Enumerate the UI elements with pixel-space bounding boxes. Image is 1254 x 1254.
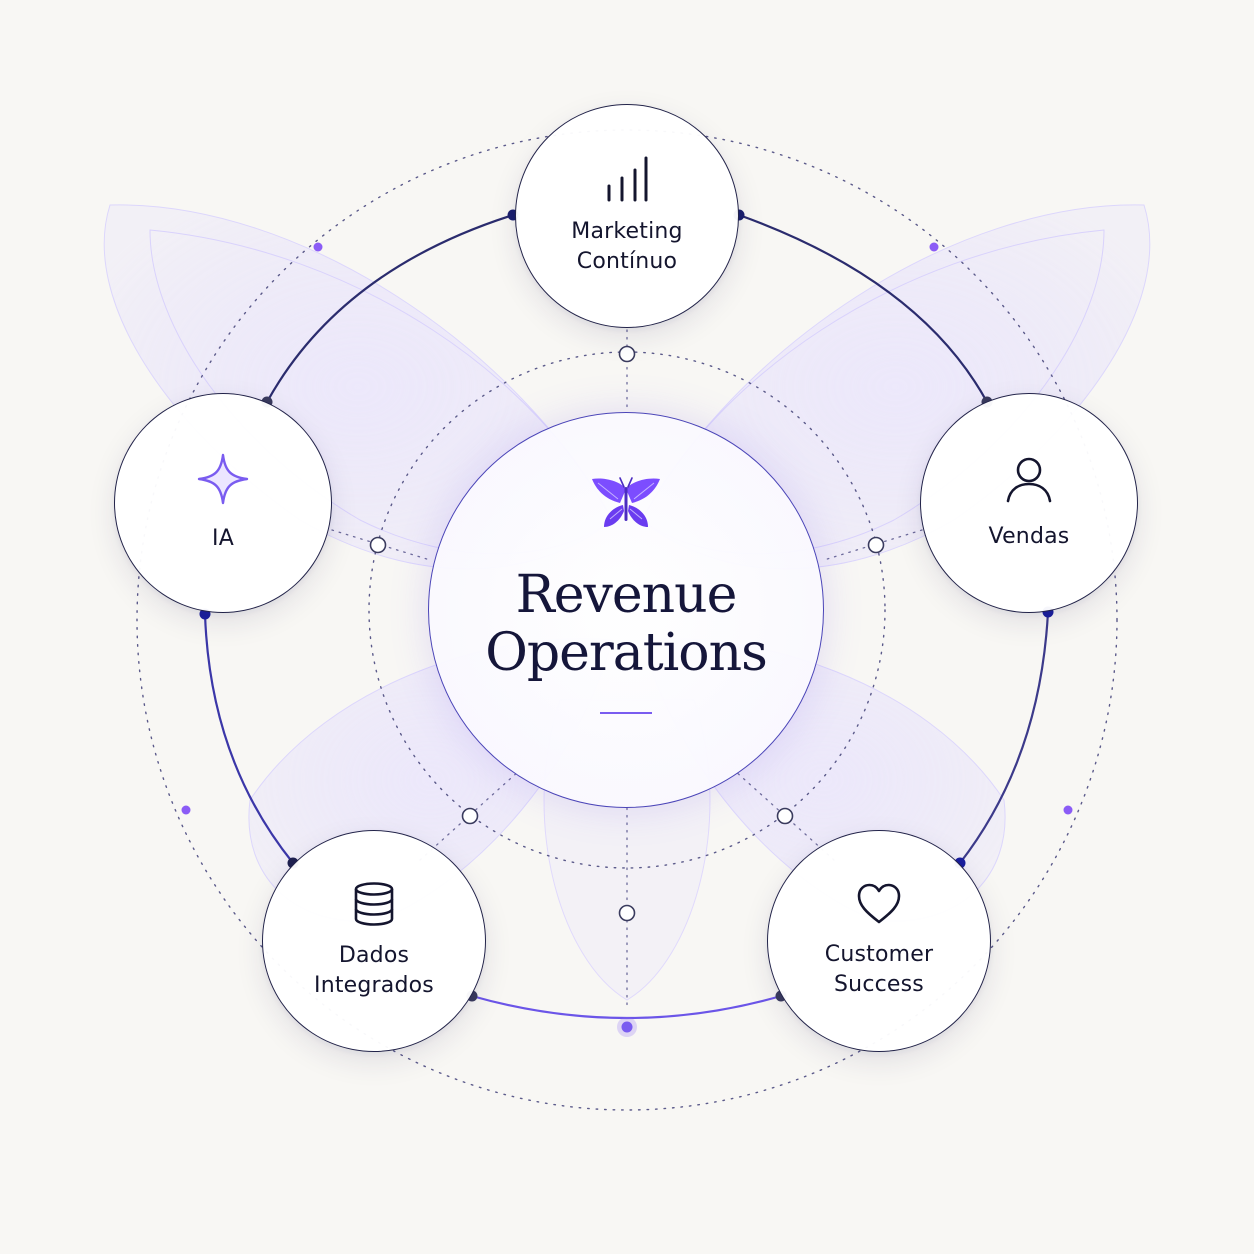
node-label-line2: Integrados (314, 972, 434, 998)
outer-dotted-ring (136, 129, 1118, 1111)
node-label: IA (212, 524, 234, 554)
accent-dot (181, 805, 191, 815)
hub-title-line2: Operations (485, 623, 768, 683)
node-label-line1: IA (212, 525, 234, 551)
heart-icon (856, 883, 902, 930)
node-label: Vendas (989, 522, 1070, 552)
hollow-marker (618, 904, 636, 922)
node-marketing-continuo: Marketing Contínuo (515, 104, 739, 328)
butterfly-logo-icon (590, 475, 662, 540)
node-label-line1: Marketing (571, 218, 683, 244)
floating-accent-dots (181, 242, 1073, 815)
node-label-line1: Dados (338, 942, 410, 968)
node-label-line2: Success (834, 971, 924, 997)
hollow-marker (369, 536, 387, 554)
node-label: Customer Success (825, 940, 933, 1000)
hollow-marker (776, 807, 794, 825)
hub-accent-underline (600, 712, 652, 714)
hollow-markers (369, 345, 885, 922)
connector-ring (203, 213, 1050, 1020)
node-vendas: Vendas (920, 393, 1138, 613)
arc-marketing-vendas (737, 213, 989, 404)
sparkle-icon (197, 453, 249, 510)
arc-cs-dados (470, 994, 783, 1020)
node-label-line2: Contínuo (576, 248, 678, 274)
hub-title: Revenue Operations (485, 565, 768, 683)
node-ia: IA (114, 393, 332, 613)
accent-dot (929, 242, 939, 252)
spoke-right (823, 529, 923, 561)
spoke-left (331, 529, 431, 561)
node-label: Dados Integrados (314, 941, 434, 1001)
hollow-marker (461, 807, 479, 825)
hollow-marker (867, 536, 885, 554)
user-icon (1005, 455, 1053, 508)
node-dados-integrados: Dados Integrados (262, 830, 486, 1052)
arc-dados-ia (203, 612, 295, 865)
hollow-marker (618, 345, 636, 363)
revenue-operations-hub: Revenue Operations (428, 412, 824, 808)
node-label-line1: Vendas (988, 523, 1070, 549)
bar-chart-icon (605, 156, 649, 207)
accent-dot (1063, 805, 1073, 815)
arc-ia-marketing (265, 213, 515, 404)
arc-vendas-cs (958, 610, 1050, 865)
node-customer-success: Customer Success (767, 830, 991, 1052)
node-label: Marketing Contínuo (571, 217, 682, 277)
dot-accent (621, 1021, 633, 1033)
database-icon (353, 881, 395, 931)
hub-title-line1: Revenue (515, 565, 738, 625)
node-label-line1: Customer (824, 941, 934, 967)
accent-dot (313, 242, 323, 252)
